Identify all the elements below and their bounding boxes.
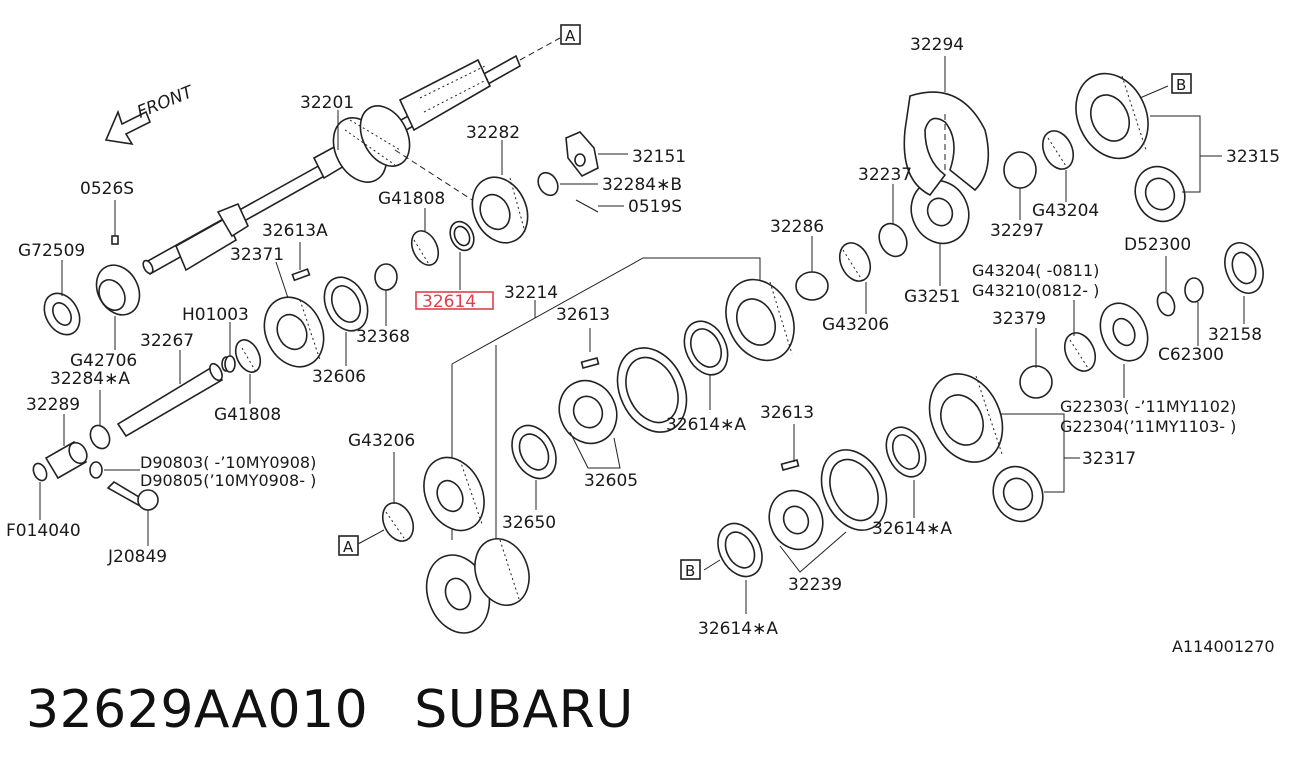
leader-lines [39,56,1245,614]
label-g43206-right[interactable]: G43206 [822,315,889,335]
caption-part-number: 32629AA010 [26,680,369,740]
label-0519s[interactable]: 0519S [628,197,682,217]
label-g22304[interactable]: G22304(’11MY1103- ) [1060,417,1236,436]
part-caption: 32629AA010 SUBARU [26,680,634,740]
label-32614-highlighted[interactable]: 32614 [422,292,476,312]
label-32379[interactable]: 32379 [992,309,1046,329]
label-32267[interactable]: 32267 [140,331,194,351]
label-32613-middle[interactable]: 32613 [556,305,610,325]
label-g22303[interactable]: G22303( -’11MY1102) [1060,397,1236,416]
label-32284-a[interactable]: 32284∗A [50,369,130,389]
label-32371[interactable]: 32371 [230,245,284,265]
label-32237[interactable]: 32237 [858,165,912,185]
label-32297[interactable]: 32297 [990,221,1044,241]
right-parts [717,72,1264,578]
label-c62300[interactable]: C62300 [1158,345,1224,365]
label-h01003[interactable]: H01003 [182,305,249,325]
label-d90805[interactable]: D90805(’10MY0908- ) [140,471,316,490]
label-32614-a-middle[interactable]: 32614∗A [666,415,746,435]
label-32650[interactable]: 32650 [502,513,556,533]
label-g43204[interactable]: G43204 [1032,201,1099,221]
image-code: A114001270 [1172,637,1275,656]
ref-label-a: A [565,27,576,45]
label-32368[interactable]: 32368 [356,327,410,347]
label-32151[interactable]: 32151 [632,147,686,167]
main-shaft-drawing [142,37,561,276]
part-labels: 32201 32282 32151 32284∗B 0519S 0526S G4… [6,35,1280,656]
label-32613-right[interactable]: 32613 [760,403,814,423]
label-g72509[interactable]: G72509 [18,241,85,261]
middle-parts [381,91,990,634]
label-32614-a-right[interactable]: 32614∗A [872,519,952,539]
label-g41808-top[interactable]: G41808 [378,189,445,209]
ref-box-a-top: A [560,24,581,45]
label-g43204-range[interactable]: G43204( -0811) [972,261,1099,280]
label-32289[interactable]: 32289 [26,395,80,415]
label-g43206-left[interactable]: G43206 [348,431,415,451]
label-32613a[interactable]: 32613A [262,221,328,241]
ref-label-a: A [343,538,354,556]
label-32282[interactable]: 32282 [466,123,520,143]
caption-brand: SUBARU [414,680,634,740]
label-g42706[interactable]: G42706 [70,351,137,371]
label-g43210[interactable]: G43210(0812- ) [972,281,1099,300]
label-32201[interactable]: 32201 [300,93,354,113]
left-small-parts [32,131,599,511]
label-32294[interactable]: 32294 [910,35,964,55]
ref-box-b-top: B [1171,73,1192,94]
ref-box-b-bottom: B [680,559,701,580]
label-d52300[interactable]: D52300 [1124,235,1191,255]
ref-label-b: B [1176,76,1186,94]
front-label: FRONT [134,82,197,123]
label-32606[interactable]: 32606 [312,367,366,387]
label-32158[interactable]: 32158 [1208,325,1262,345]
label-32214[interactable]: 32214 [504,283,558,303]
label-32605[interactable]: 32605 [584,471,638,491]
label-32317[interactable]: 32317 [1082,449,1136,469]
label-g41808-bottom[interactable]: G41808 [214,405,281,425]
label-32286[interactable]: 32286 [770,217,824,237]
label-0526s[interactable]: 0526S [80,179,134,199]
label-32284-b[interactable]: 32284∗B [602,175,682,195]
label-32315[interactable]: 32315 [1226,147,1280,167]
label-g32510[interactable]: G3251 [904,287,960,307]
label-32614-a-bottom[interactable]: 32614∗A [698,619,778,639]
label-f014040[interactable]: F014040 [6,521,81,541]
label-32239[interactable]: 32239 [788,575,842,595]
label-j20849[interactable]: J20849 [107,547,167,567]
ref-label-b: B [685,562,695,580]
front-arrow-icon: FRONT [104,82,197,146]
label-d90803[interactable]: D90803( -’10MY0908) [140,453,316,472]
highlight-box [415,291,494,310]
ref-box-a-bottom: A [338,535,359,556]
